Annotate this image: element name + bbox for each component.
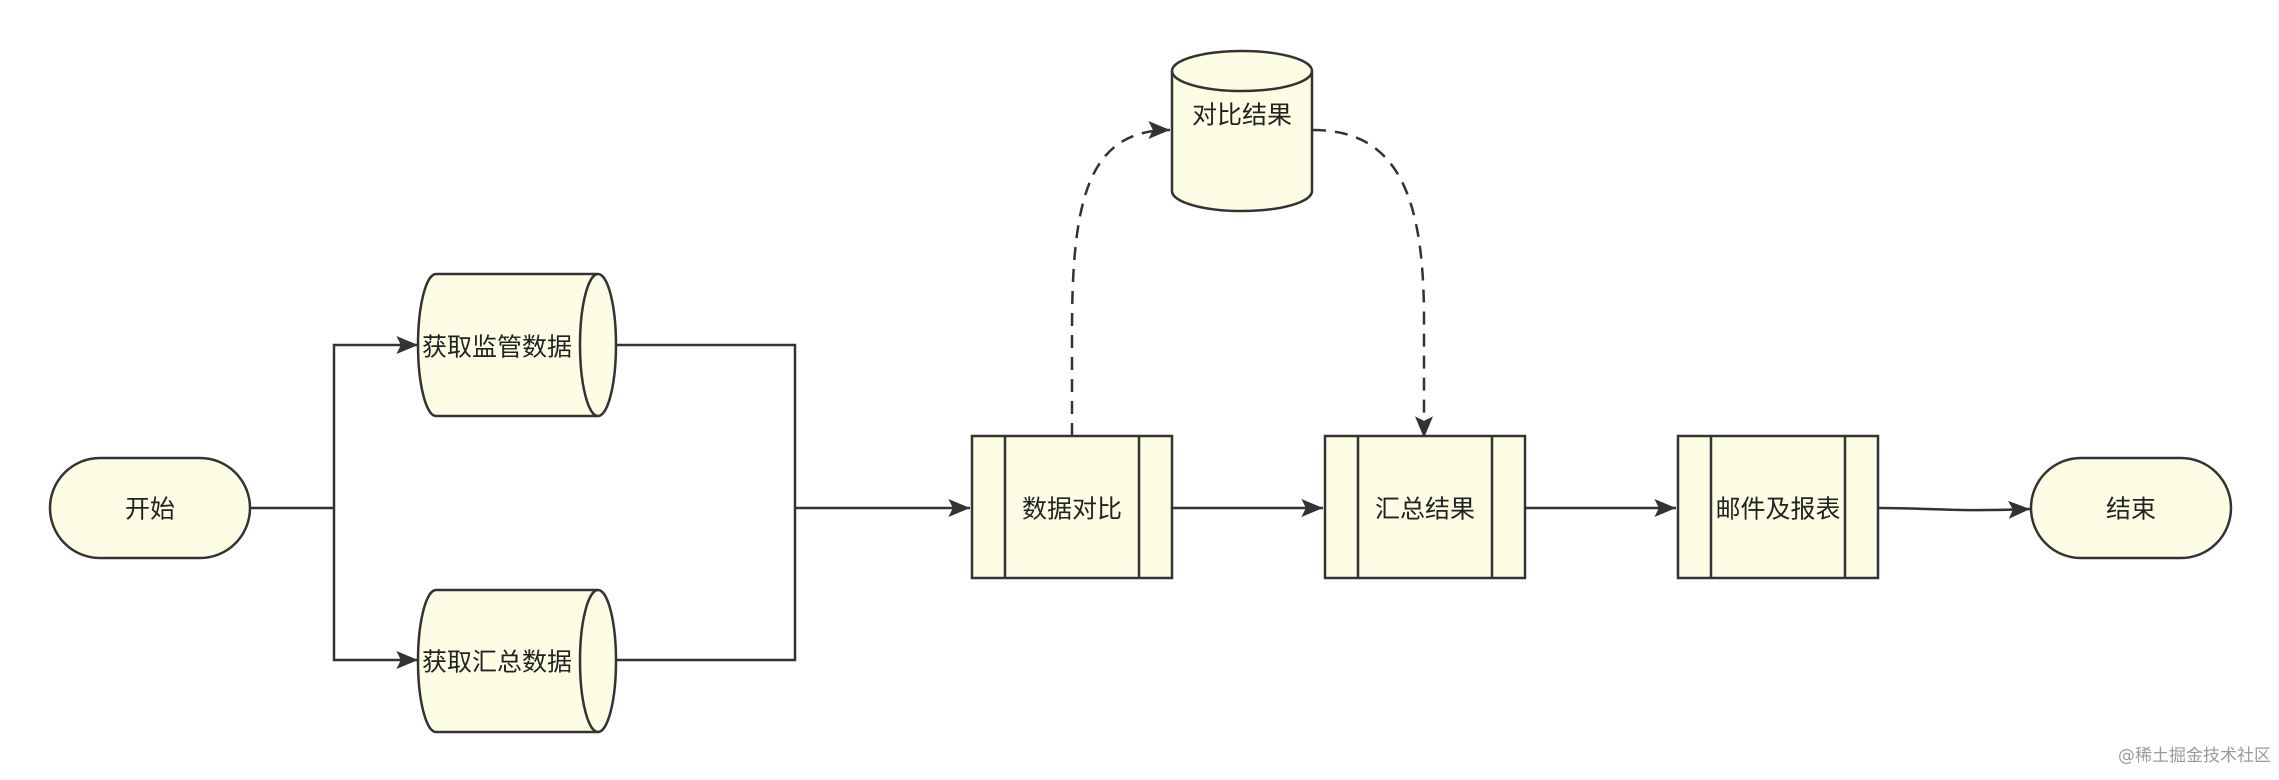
edge-mail-report-to-end: [1877, 500, 2031, 519]
node-compare-label: 数据对比: [1022, 495, 1122, 524]
node-compare-result: [1170, 49, 1314, 213]
node-aggregate: [1323, 434, 1527, 580]
node-mail-report: [1676, 434, 1880, 580]
node-start: [48, 456, 252, 560]
node-compare-result-label: 对比结果: [1192, 101, 1292, 130]
node-start-label: 开始: [125, 495, 175, 524]
node-compare: [970, 434, 1174, 580]
edge-fetch-summary-to-merge: [616, 508, 797, 662]
node-fetch-summary: [416, 588, 618, 734]
edge-compare-result-to-aggregate: [1312, 128, 1433, 438]
edge-start-to-fetch-regulatory: [332, 336, 418, 508]
node-end-label: 结束: [2106, 495, 2156, 524]
node-fetch-summary-label: 获取汇总数据: [422, 648, 572, 677]
edge-compare-to-compare-result: [1070, 121, 1171, 436]
node-fetch-regulatory: [416, 272, 618, 418]
node-aggregate-label: 汇总结果: [1375, 495, 1475, 524]
watermark: @稀土掘金技术社区: [2118, 746, 2271, 766]
node-end: [2029, 456, 2233, 560]
edge-fetch-regulatory-to-merge: [616, 343, 797, 508]
node-fetch-regulatory-label: 获取监管数据: [422, 333, 572, 362]
node-mail-report-label: 邮件及报表: [1715, 495, 1840, 524]
edge-start-to-fetch-summary: [332, 508, 418, 669]
